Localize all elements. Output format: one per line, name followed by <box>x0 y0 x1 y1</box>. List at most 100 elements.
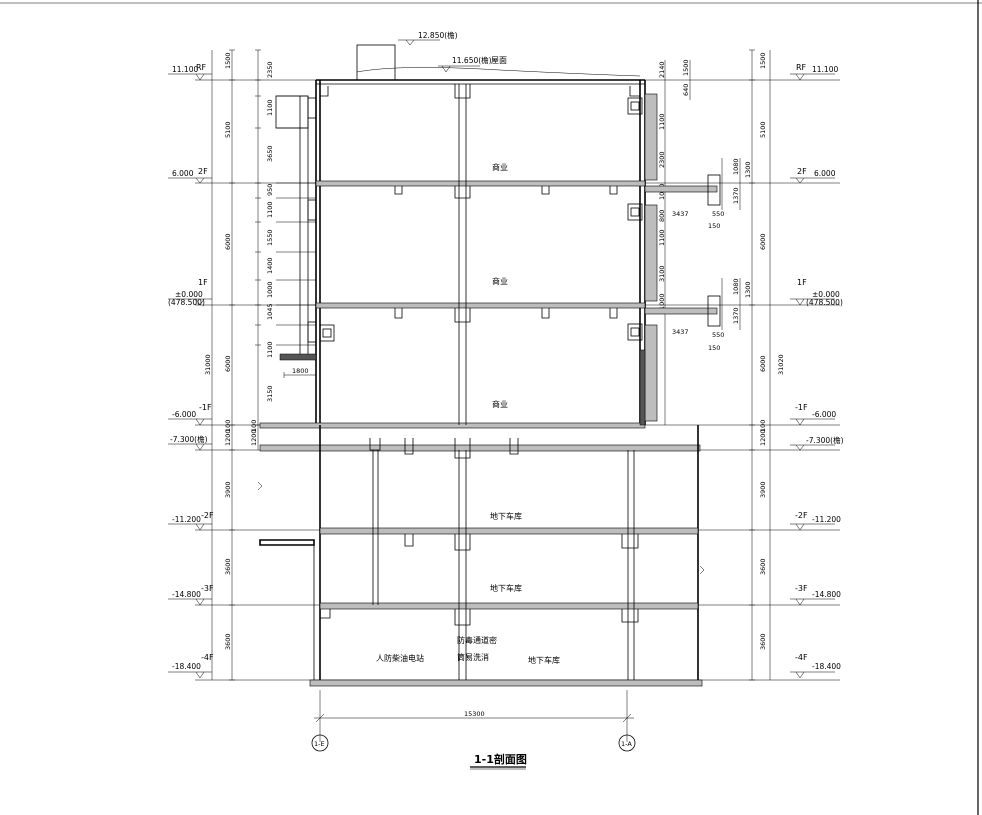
level-tag: RF <box>196 63 207 72</box>
dim-text: 3150 <box>266 385 274 402</box>
dim-text: 800 <box>658 210 666 222</box>
dim-text: 3650 <box>266 145 274 162</box>
level-marker-1f-left: 1F ±0.000 (478.500) <box>168 278 212 307</box>
level-marker-rf-left: 11.100 RF <box>168 63 212 81</box>
axis-bubbles: 1-E 1-A <box>311 734 636 752</box>
level-elev: 6.000 <box>172 169 194 178</box>
dim-text: 1000 <box>658 293 666 310</box>
level-tag: -4F <box>201 653 214 662</box>
side-dim: 150 <box>708 344 720 352</box>
axis-left: 1-E <box>314 740 325 748</box>
dim-text: 1400 <box>266 257 274 274</box>
dim-text: 3900 <box>759 481 767 498</box>
level-elev: ±0.000 <box>175 290 203 299</box>
dim-text: 1045 <box>266 303 274 320</box>
level-tag: -1F <box>199 403 212 412</box>
room-labels: 商业 商业 商业 地下车库 地下车库 人防柴油电站 防毒通道密 筒易洗消 地下车… <box>376 162 560 665</box>
axis-right: 1-A <box>621 740 632 748</box>
side-dim: 1300 <box>744 161 752 178</box>
room-label: 地下车库 <box>490 511 522 521</box>
level-elev: -7.300(檐) <box>806 435 844 445</box>
side-dim: 150 <box>708 222 720 230</box>
side-dim: 1300 <box>744 281 752 298</box>
dim-text: 2350 <box>266 61 274 78</box>
level-marker-b3-right: -3F -14.800 <box>790 584 841 606</box>
dim-text: 100 <box>224 420 232 432</box>
level-tag: -1F <box>795 403 808 412</box>
level-elev: -6.000 <box>812 410 836 419</box>
level-marker-2f-right: 2F 6.000 <box>790 167 836 184</box>
level-marker-b1-left: -6.000 -1F <box>168 403 212 426</box>
dim-text: 3600 <box>224 558 232 575</box>
level-tag: -3F <box>201 584 214 593</box>
level-elev: -7.300(檐) <box>170 434 208 444</box>
level-tag: -4F <box>795 653 808 662</box>
level-marker-b1a-right: -7.300(檐) <box>790 435 844 451</box>
dim-text: 1100 <box>658 229 666 246</box>
side-dim: 1080 <box>732 158 740 175</box>
dim-text: 3100 <box>658 265 666 282</box>
room-label: 人防柴油电站 <box>376 653 424 663</box>
level-marker-b1a-left: -7.300(檐) <box>168 434 212 451</box>
dim-text: 6000 <box>759 355 767 372</box>
level-marker-b2-left: -11.200 -2F <box>168 511 214 531</box>
dim-text: 640 <box>682 84 690 96</box>
dim-text: 950 <box>266 184 274 196</box>
total-dim-text: 31000 <box>204 354 212 375</box>
dim-text: 1500 <box>759 52 767 69</box>
roof-label: 屋面 <box>491 56 507 65</box>
level-elev: -18.400 <box>172 662 201 671</box>
dim-text: 100 <box>250 420 258 432</box>
dim-text: 3600 <box>759 633 767 650</box>
level-marker-1f-right: 1F ±0.000 (478.500) <box>790 278 843 307</box>
level-elev: -6.000 <box>172 410 196 419</box>
room-label: 地下车库 <box>490 583 522 593</box>
level-elev: -14.800 <box>812 590 841 599</box>
level-elev: 11.100 <box>812 65 838 74</box>
dim-text: 1100 <box>266 201 274 218</box>
room-label: 地下车库 <box>528 655 560 665</box>
dim-text: 5100 <box>759 121 767 138</box>
left-level-markers: 11.100 RF 6.000 2F 1F ±0.000 (478.500) -… <box>168 63 214 679</box>
dim-text: 3600 <box>759 558 767 575</box>
level-sub: (478.500) <box>806 298 843 307</box>
room-label: 防毒通道密 <box>457 635 497 645</box>
side-dim: 3437 <box>672 210 689 218</box>
left-dimension-chains: 1500 5100 6000 6000 1200 100 3900 3600 3… <box>204 49 274 681</box>
drawing-title-group: 1-1剖面图 <box>470 752 527 770</box>
level-tag: 2F <box>797 167 807 176</box>
dim-text: 1000 <box>266 281 274 298</box>
level-marker-rf-right: RF 11.100 <box>790 63 838 81</box>
total-dim-text: 31020 <box>777 354 785 375</box>
dim-text: 1200 <box>250 429 258 446</box>
right-facade: 1080 1300 1370 550 150 3437 1080 1300 13… <box>627 93 752 426</box>
roof-structure <box>356 44 396 81</box>
right-dimension-chains: 1500 5100 6000 6000 1200 100 3900 3600 3… <box>658 49 785 681</box>
level-elev: -14.800 <box>172 590 201 599</box>
dim-text: 6000 <box>759 233 767 250</box>
level-tag: -2F <box>201 511 214 520</box>
level-marker-b4-left: -18.400 -4F <box>168 653 214 679</box>
width-dim: 15300 <box>464 710 485 718</box>
room-label: 商业 <box>492 276 508 286</box>
canopy-dim: 1800 <box>292 367 309 375</box>
dim-text: 1200 <box>224 429 232 446</box>
roof-elevation: 11.650(檐) <box>452 55 492 65</box>
room-label: 商业 <box>492 399 508 409</box>
level-elev: ±0.000 <box>812 290 840 299</box>
side-dim: 1370 <box>732 187 740 204</box>
level-tag: 1F <box>198 278 208 287</box>
dim-text: 1100 <box>658 113 666 130</box>
dim-text: 1500 <box>224 52 232 69</box>
level-marker-b3-left: -14.800 -3F <box>168 584 214 606</box>
level-marker-b1-right: -1F -6.000 <box>790 403 836 426</box>
dim-text: 1200 <box>759 429 767 446</box>
level-tag: -3F <box>795 584 808 593</box>
dim-text: 2300 <box>658 151 666 168</box>
basement-structure <box>257 425 705 687</box>
drawing-title: 1-1剖面图 <box>474 752 527 766</box>
dim-text: 1550 <box>266 229 274 246</box>
room-label: 商业 <box>492 162 508 172</box>
dim-text: 2140 <box>658 61 666 78</box>
